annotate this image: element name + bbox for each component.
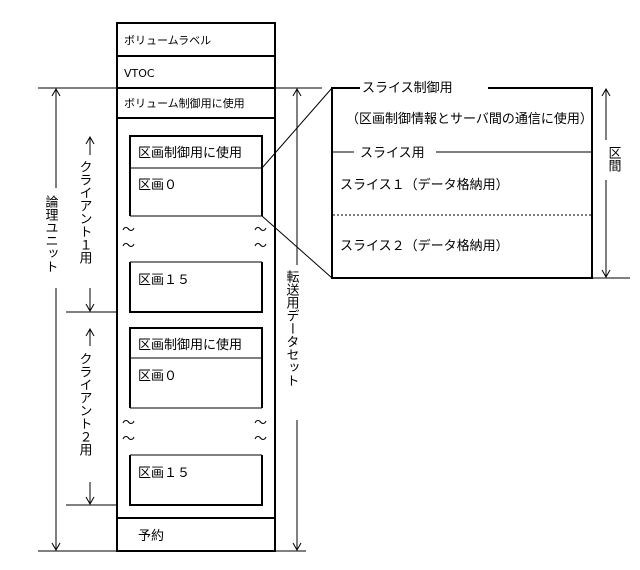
client-1-top-frame (129, 135, 263, 216)
client-1-bottom-frame (129, 262, 263, 313)
vtoc-text: VTOC (124, 67, 155, 80)
volume-label-text: ボリュームラベル (124, 34, 211, 47)
client-2-tilde-right-b: ～ (254, 432, 267, 447)
client-2-tilde-left-a: ～ (122, 416, 135, 431)
slice-use-title: スライス用 (360, 146, 425, 161)
slice-1-text: スライス１（データ格納用） (340, 177, 509, 193)
client-2-block: 区画制御用に使用 区画０ ～ ～ ～ ～ 区画１５ (122, 327, 267, 506)
client-1-section-control-text: 区画制御用に使用 (138, 145, 242, 161)
client-1-label: クライアント１用 (77, 160, 93, 265)
client-2-top-frame (129, 327, 263, 408)
connector-bottom (261, 215, 333, 279)
client-1-tilde-right-b: ～ (254, 239, 267, 254)
client-1-tilde-right-a: ～ (254, 223, 267, 238)
volume-outer-box (116, 22, 276, 552)
client-2-section-control-text: 区画制御用に使用 (138, 337, 242, 353)
client-2-tilde-left-b: ～ (122, 432, 135, 447)
client-1-section0-text: 区画０ (138, 178, 177, 193)
client-1-tilde-left-a: ～ (122, 223, 135, 238)
client-2-tilde-right-a: ～ (254, 416, 267, 431)
client-2-section0-text: 区画０ (138, 369, 177, 384)
client-2-section15-text: 区画１５ (138, 466, 190, 481)
reserved-text: 予約 (138, 529, 164, 544)
connector-top (261, 87, 333, 169)
client-1-tilde-left-b: ～ (122, 239, 135, 254)
client-1-section15-text: 区画１５ (138, 273, 190, 288)
transfer-dataset-label: 転送用データセット (284, 270, 300, 387)
client-2-label: クライアント２用 (77, 352, 93, 457)
section-label: 区間 (606, 146, 621, 173)
client-2-dimension: クライアント２用 (66, 327, 118, 506)
slice-2-text: スライス２（データ格納用） (340, 238, 509, 254)
client-1-dimension: クライアント１用 (66, 135, 118, 313)
section-dimension: 区間 (592, 87, 630, 279)
client-1-block: 区画制御用に使用 区画０ ～ ～ ～ ～ 区画１５ (122, 135, 267, 313)
client-2-bottom-frame (129, 455, 263, 506)
slice-control-note: （区画制御情報とサーバ間の通信に使用） (346, 111, 593, 127)
slice-control-title: スライス制御用 (362, 81, 453, 96)
logical-unit-label: 論理ユニット (43, 194, 59, 273)
logical-unit-dimension: 論理ユニット (38, 87, 117, 552)
slice-detail-box: スライス制御用 （区画制御情報とサーバ間の通信に使用） スライス用 スライス１（… (331, 81, 593, 279)
transfer-dataset-dimension: 転送用データセット (275, 87, 322, 552)
volume-control-text: ボリューム制御用に使用 (124, 96, 245, 110)
